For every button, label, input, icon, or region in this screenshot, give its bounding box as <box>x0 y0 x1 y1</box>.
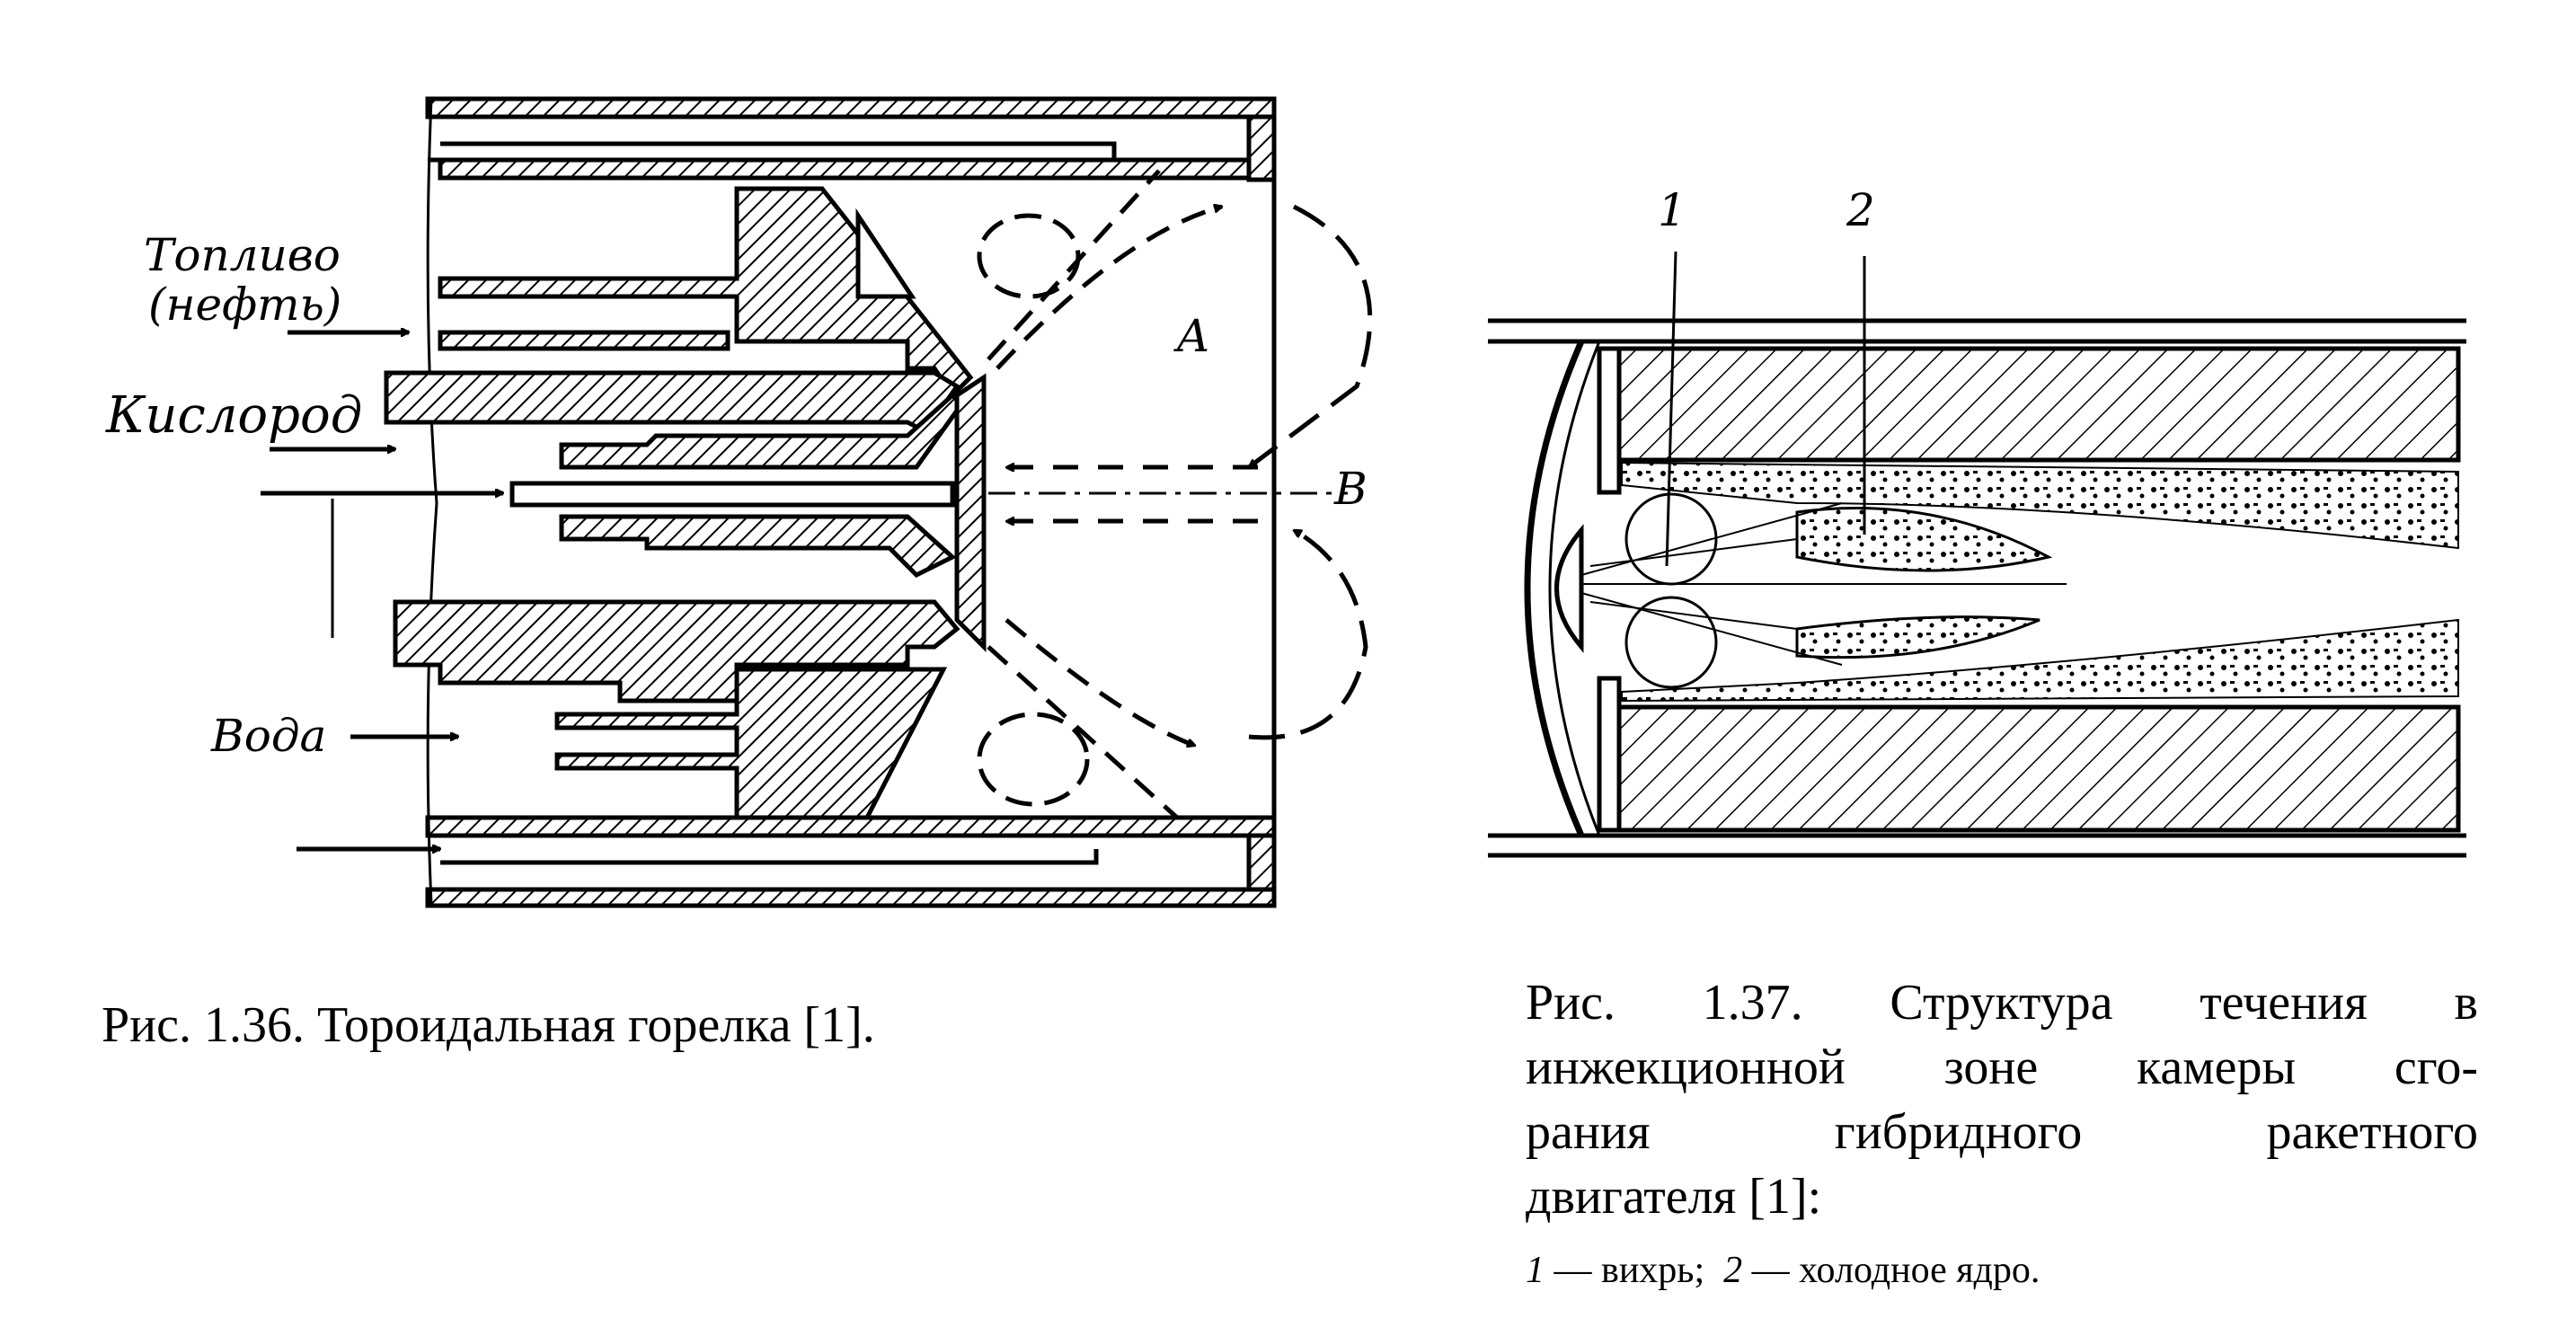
label-cold-core-2: 2 <box>1846 184 1875 236</box>
caption-figure-1-36: Рис. 1.36. Тороидальная горелка [1]. <box>102 997 875 1053</box>
legend-number-1: 1 <box>1526 1250 1545 1291</box>
caption-line: рания гибридного ракетного <box>1526 1104 2478 1160</box>
label-vortex-1: 1 <box>1658 184 1686 236</box>
label-fuel: Топливо <box>144 229 341 281</box>
caption-line: Рис. 1.37. Структура течения в <box>1526 975 2478 1031</box>
figure-legend: 1 — вихрь; 2 — холодное ядро. <box>1526 1249 2040 1292</box>
caption-line: инжекционной зоне камеры сго- <box>1526 1040 2478 1095</box>
hybrid-rocket-injection-zone-diagram <box>1488 251 2466 858</box>
label-fuel-oil: (нефть) <box>148 279 342 331</box>
label-zone-b: B <box>1334 463 1368 515</box>
label-oxygen: Кислород <box>106 386 363 445</box>
caption-line: двигателя [1]: <box>1526 1169 1822 1225</box>
label-water: Вода <box>211 710 327 762</box>
toroidal-burner-diagram <box>261 96 1373 908</box>
legend-text-cold-core: — холодное ядро. <box>1751 1250 2040 1291</box>
caption-figure-1-37: Рис. 1.37. Структура течения в инжекцион… <box>1526 970 2478 1229</box>
legend-number-2: 2 <box>1723 1250 1743 1291</box>
label-zone-a: A <box>1177 310 1210 362</box>
legend-text-vortex: — вихрь; <box>1554 1250 1705 1291</box>
